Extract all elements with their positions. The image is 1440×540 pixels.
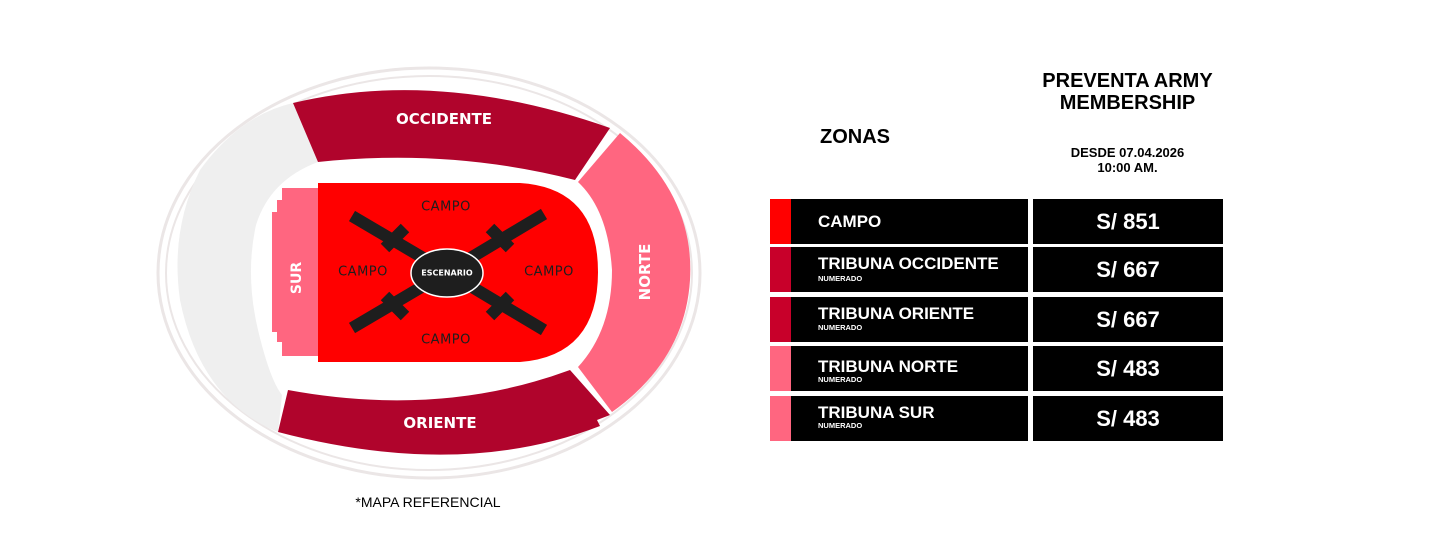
zone-name: TRIBUNA OCCIDENTE [818,254,999,273]
zone-name: TRIBUNA ORIENTE [818,304,975,323]
price-row: TRIBUNA NORTE NUMERADO S/ 483 [770,346,1223,391]
zone-swatch [770,199,791,244]
section-norte[interactable] [578,133,691,412]
price-cell: S/ 483 [1033,396,1223,441]
price-cell: S/ 851 [1033,199,1223,244]
zones-header: ZONAS [820,126,890,148]
stage [410,248,484,298]
zone-sub: NUMERADO [818,421,863,430]
zone-swatch [770,247,791,292]
inner-ring [165,75,693,471]
section-sur[interactable] [272,188,318,356]
date-value: 07.04.2026 [1119,145,1185,160]
label-sur: SUR [289,262,305,294]
map-note: *MAPA REFERENCIAL [355,494,501,510]
price-cell: S/ 667 [1033,247,1223,292]
date-prefix: DESDE [1070,145,1116,160]
zone-swatch [770,297,791,342]
price-cell: S/ 483 [1033,346,1223,391]
zone-swatch [770,396,791,441]
zone-name: TRIBUNA SUR [818,403,935,422]
section-occidente[interactable] [293,90,610,180]
price-row: TRIBUNA SUR NUMERADO S/ 483 [770,396,1223,441]
label-campo-right: CAMPO [524,265,574,280]
zone-name: TRIBUNA NORTE [818,357,959,376]
zone-cell: TRIBUNA NORTE NUMERADO [770,346,1028,391]
zone-cell: TRIBUNA ORIENTE NUMERADO [770,297,1028,342]
label-campo-bottom: CAMPO [421,333,471,348]
label-campo-top: CAMPO [421,200,471,215]
price-row: TRIBUNA ORIENTE NUMERADO S/ 667 [770,297,1223,342]
label-occidente: OCCIDENTE [396,110,492,128]
zone-name: CAMPO [818,212,882,231]
zone-sub: NUMERADO [818,323,863,332]
zone-sub: NUMERADO [818,375,863,384]
zone-cell: CAMPO [770,199,1028,244]
label-campo-left: CAMPO [338,265,388,280]
zone-cell: TRIBUNA OCCIDENTE NUMERADO [770,247,1028,292]
price-row: TRIBUNA OCCIDENTE NUMERADO S/ 667 [770,247,1223,292]
price-header: PREVENTA ARMY MEMBERSHIP [1042,70,1213,114]
time-value: 10:00 AM. [1097,160,1158,175]
label-oriente: ORIENTE [403,414,476,432]
zone-sub: NUMERADO [818,274,863,283]
price-row: CAMPO S/ 851 [770,199,1223,244]
label-stage: ESCENARIO [421,269,473,278]
price-cell: S/ 667 [1033,297,1223,342]
outer-ring [156,66,702,480]
zone-cell: TRIBUNA SUR NUMERADO [770,396,1028,441]
zone-swatch [770,346,791,391]
section-unused [177,103,318,432]
sale-date: DESDE 07.04.2026 10:00 AM. [1030,145,1225,175]
label-norte: NORTE [636,244,654,301]
section-oriente[interactable] [278,370,610,455]
